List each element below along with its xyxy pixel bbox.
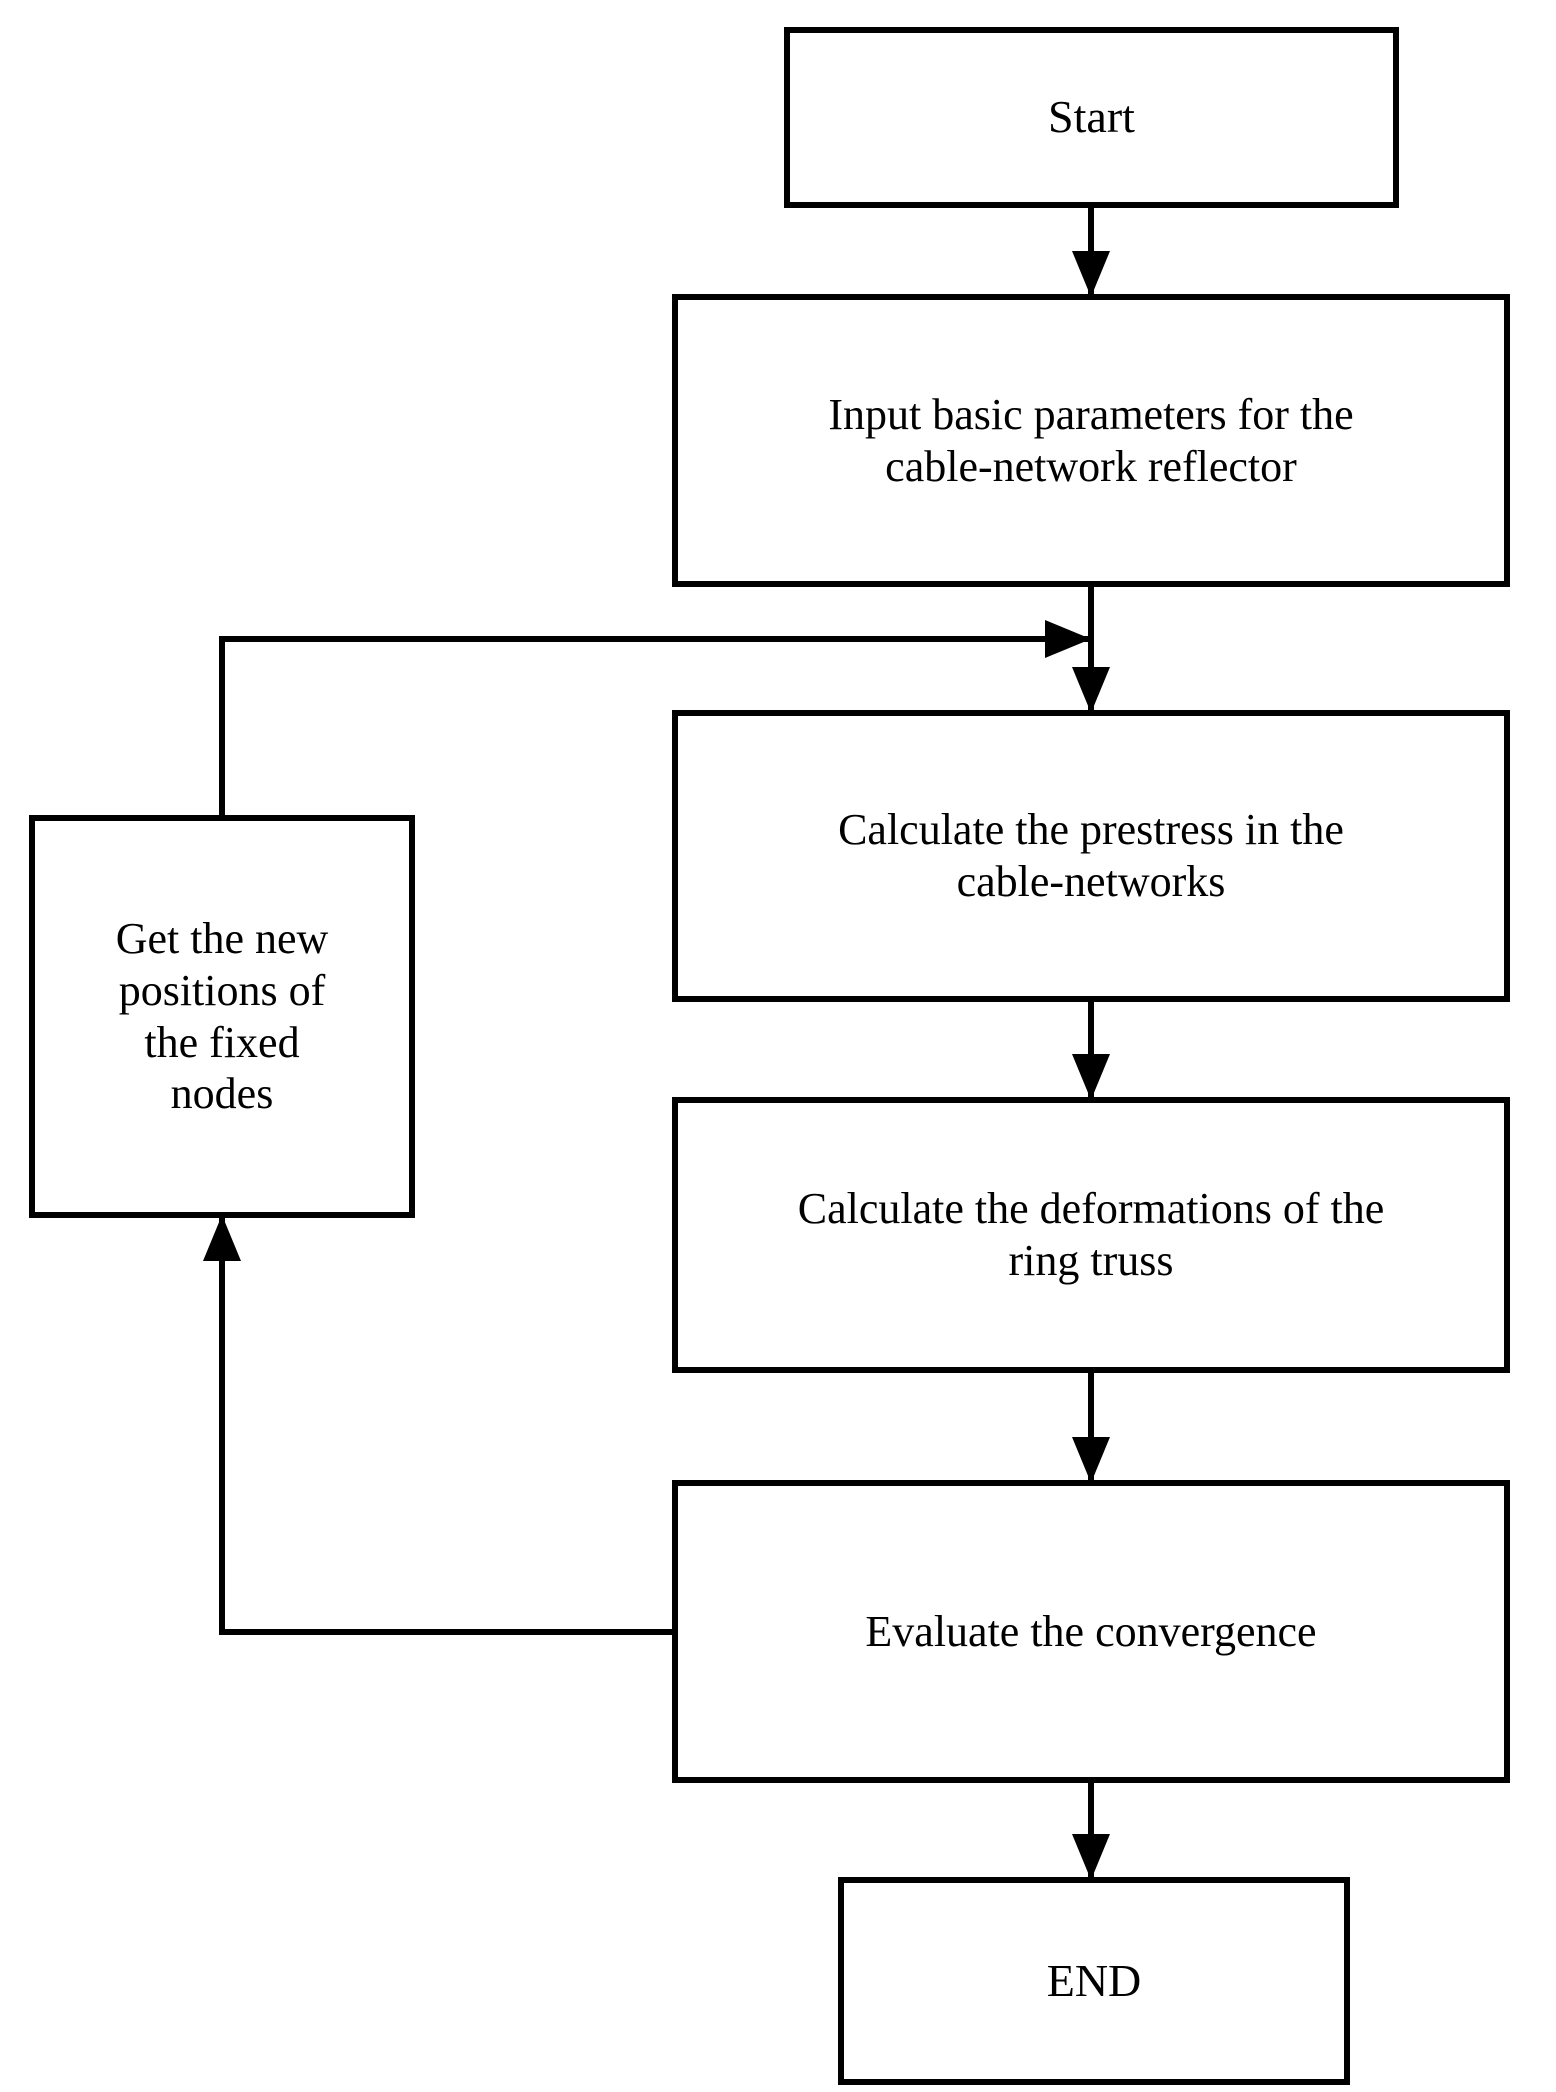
get-new-positions-node[interactable]: [29, 815, 415, 1218]
connector-new-positions-to-prestress: [219, 636, 1091, 818]
connector-converge-to-end-arrowhead-icon: [1072, 1834, 1110, 1880]
input-parameters-node[interactable]: [672, 294, 1510, 587]
end-node[interactable]: [838, 1877, 1350, 2085]
connector-converge-to-new-positions-arrowhead-icon: [203, 1215, 241, 1261]
connector-deformation-to-converge-arrowhead-icon: [1072, 1437, 1110, 1483]
connector-new-positions-to-prestress-arrowhead-icon: [1045, 620, 1091, 658]
connectors-layer: [203, 205, 1110, 1880]
evaluate-convergence-node[interactable]: [672, 1480, 1510, 1783]
connector-converge-to-new-positions: [219, 1215, 675, 1635]
calculate-deformations-node[interactable]: [672, 1097, 1510, 1373]
start-node[interactable]: [784, 27, 1399, 208]
nodes-layer: [29, 27, 1510, 2085]
connector-start-to-input-arrowhead-icon: [1072, 251, 1110, 297]
calculate-prestress-node[interactable]: [672, 710, 1510, 1002]
connector-input-to-prestress-arrowhead-icon: [1072, 667, 1110, 713]
connector-prestress-to-deformation-arrowhead-icon: [1072, 1054, 1110, 1100]
